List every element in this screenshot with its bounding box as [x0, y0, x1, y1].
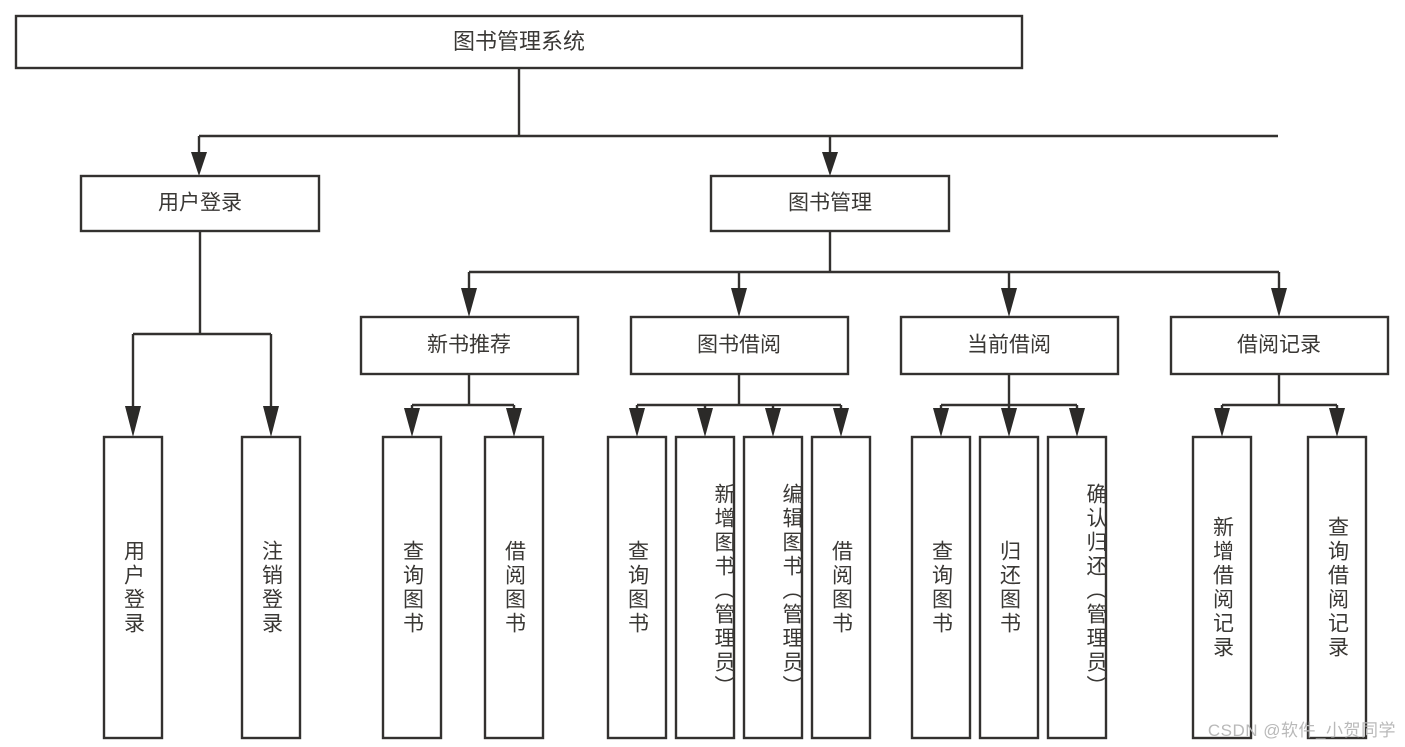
- node-root[interactable]: 图书管理系统: [14, 14, 1024, 70]
- edges-book-borrow-to-leaves: [629, 374, 849, 437]
- arrow-to-leaf-query-record: [1329, 408, 1345, 437]
- arrow-to-borrow-record: [1271, 288, 1287, 317]
- leaf-box-add-record[interactable]: [1191, 435, 1253, 740]
- node-borrow-record-box[interactable]: [1169, 315, 1390, 376]
- leaf-box-return-book[interactable]: [978, 435, 1040, 740]
- leaf-box-edit-book[interactable]: [742, 435, 804, 740]
- arrow-to-leaf-edit-book: [765, 408, 781, 437]
- arrow-to-leaf-add-book: [697, 408, 713, 437]
- node-book-borrow[interactable]: 图书借阅: [629, 315, 850, 376]
- arrow-to-leaf-confirm-return: [1069, 408, 1085, 437]
- leaf-box-query-book-1[interactable]: [381, 435, 443, 740]
- arrow-to-book-borrow: [731, 288, 747, 317]
- arrow-to-book-mgmt: [822, 152, 838, 176]
- node-borrow-record-label: 借阅记录: [1237, 334, 1321, 357]
- leaf-box-borrow-book-1[interactable]: [483, 435, 545, 740]
- arrow-to-leaf-query-book-2: [629, 408, 645, 437]
- node-current-borrow-box[interactable]: [899, 315, 1120, 376]
- edges-book-management-to-level3: [461, 231, 1287, 317]
- arrow-to-leaf-user-login: [125, 406, 141, 437]
- arrow-to-leaf-query-book-3: [933, 408, 949, 437]
- node-current-borrow[interactable]: 当前借阅: [899, 315, 1120, 376]
- edges-user-login-to-leaves: [125, 231, 279, 437]
- leaf-box-query-record[interactable]: [1306, 435, 1368, 740]
- arrow-to-leaf-logout: [263, 406, 279, 437]
- leaf-box-query-book-2[interactable]: [606, 435, 668, 740]
- arrow-to-user-login: [191, 152, 207, 176]
- node-book-borrow-label: 图书借阅: [697, 334, 781, 357]
- leaf-box-logout[interactable]: [240, 435, 302, 740]
- leaf-box-borrow-book-2[interactable]: [810, 435, 872, 740]
- arrow-to-new-book: [461, 288, 477, 317]
- edges-new-book-to-leaves: [404, 374, 522, 437]
- node-current-borrow-label: 当前借阅: [967, 334, 1051, 357]
- node-new-book-recommend-label: 新书推荐: [427, 334, 511, 357]
- node-book-management-box[interactable]: [709, 174, 951, 233]
- arrow-to-leaf-query-book-1: [404, 408, 420, 437]
- arrow-to-current-borrow: [1001, 288, 1017, 317]
- edges-borrow-record-to-leaves: [1214, 374, 1345, 437]
- arrow-to-leaf-return-book: [1001, 408, 1017, 437]
- node-root-label: 图书管理系统: [453, 29, 585, 54]
- arrow-to-leaf-borrow-book-1: [506, 408, 522, 437]
- leaf-box-query-book-3[interactable]: [910, 435, 972, 740]
- node-book-management[interactable]: 图书管理: [709, 174, 951, 233]
- node-book-management-label: 图书管理: [788, 192, 872, 215]
- edges-root-to-level2: [191, 68, 1278, 176]
- arrow-to-leaf-add-record: [1214, 408, 1230, 437]
- node-book-borrow-box[interactable]: [629, 315, 850, 376]
- node-root-box[interactable]: [14, 14, 1024, 70]
- leaf-box-user-login[interactable]: [102, 435, 164, 740]
- leaf-box-add-book[interactable]: [674, 435, 736, 740]
- node-borrow-record[interactable]: 借阅记录: [1169, 315, 1390, 376]
- csdn-watermark: CSDN @软件_小贺同学: [1207, 721, 1396, 740]
- node-user-login[interactable]: 用户登录: [79, 174, 321, 233]
- leaf-box-confirm-return[interactable]: [1046, 435, 1108, 740]
- node-new-book-recommend[interactable]: 新书推荐: [359, 315, 580, 376]
- arrow-to-leaf-borrow-book-2: [833, 408, 849, 437]
- node-user-login-label: 用户登录: [158, 192, 242, 215]
- node-new-book-recommend-box[interactable]: [359, 315, 580, 376]
- edges-current-borrow-to-leaves: [933, 374, 1085, 437]
